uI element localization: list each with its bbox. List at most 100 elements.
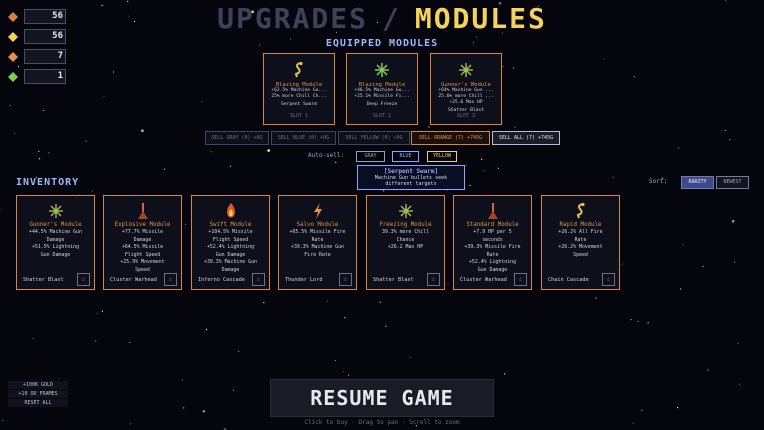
slot-label: SLOT 1 <box>289 113 309 119</box>
favorite-star-icon[interactable]: ☆ <box>514 273 527 286</box>
module-stat: Fire Rate <box>304 251 331 258</box>
sort-rarity-button[interactable]: RARITY <box>681 176 714 189</box>
module-stat: seconds <box>482 236 503 243</box>
module-stat: Chance <box>396 236 415 243</box>
sort-label: Sort: <box>649 178 668 185</box>
module-stat: +39.3% Missile Fire <box>464 244 521 251</box>
resource-counter: 7 <box>6 49 66 64</box>
burst-icon <box>431 60 501 80</box>
module-stat: 39.3% more Chill <box>381 229 430 235</box>
module-name: Swift Module <box>209 222 252 228</box>
serpent-icon <box>264 60 334 80</box>
module-tooltip: [Serpent Swarm] Machine Gun bullets seek… <box>357 165 465 190</box>
sort-newest-button[interactable]: NEWEST <box>716 176 749 189</box>
red-gem-icon <box>6 10 20 24</box>
resource-counter: 56 <box>6 9 66 24</box>
module-stat: +25.1% Missile Fi... <box>354 94 410 99</box>
orange-gem-icon <box>6 50 20 64</box>
module-stat: Flight Speed <box>124 251 161 258</box>
module-name: Explosive Module <box>114 222 171 228</box>
module-special: Chain Cascade <box>548 277 589 283</box>
module-special: Thunder Lord <box>285 277 323 283</box>
module-stat: +44.5% Machine Gun <box>29 229 82 235</box>
module-stat: Gun Damage <box>215 251 246 258</box>
tooltip-title: [Serpent Swarm] <box>383 168 439 175</box>
controls-hint: Click to buy · Drag to pan · Scroll to z… <box>304 419 460 426</box>
favorite-star-icon[interactable]: ☆ <box>252 273 265 286</box>
module-special: Serpent Swarm <box>281 102 317 107</box>
module-special: Shatter Blast <box>23 277 64 283</box>
title-separator: / <box>381 2 401 35</box>
module-name: Salvo Module <box>296 222 339 228</box>
module-special: Cluster Warhead <box>110 277 157 283</box>
autosell-toggle-yellow[interactable]: YELLOW <box>427 151 457 162</box>
modules-tab[interactable]: MODULES <box>414 2 547 35</box>
module-stat: Gun Damage <box>40 251 71 258</box>
autosell-toggle-blue[interactable]: BLUE <box>392 151 419 162</box>
sell-button-2[interactable]: SELL BLUE (0) +0G <box>271 131 336 145</box>
debug-button-2[interactable]: +10 OD FRAMES <box>8 390 68 398</box>
favorite-star-icon[interactable]: ☆ <box>164 273 177 286</box>
green-gem-icon <box>6 70 20 84</box>
module-name: Blazing Module <box>358 82 406 88</box>
module-stat: +77.7% Missile <box>121 229 164 235</box>
slot-label: SLOT 2 <box>372 113 392 119</box>
module-stat: +65.5% Missile Fire <box>289 229 346 235</box>
module-stat: +64.5% Missile <box>121 244 164 251</box>
favorite-star-icon[interactable]: ☆ <box>339 273 352 286</box>
module-stat: +26.2% All Fire <box>558 229 603 235</box>
module-stat: +62.5% Machine Gu... <box>271 88 327 93</box>
module-stat: +39.3% Machine Gun <box>204 259 257 266</box>
sell-button-3[interactable]: SELL YELLOW (0) +0G <box>338 131 410 145</box>
burst-icon <box>367 201 444 221</box>
equipped-slot-2[interactable]: Blazing Module +46.5% Machine Gu...+25.1… <box>346 53 418 125</box>
debug-button-1[interactable]: +100K GOLD <box>8 381 68 389</box>
resource-value: 56 <box>24 29 66 44</box>
module-name: Gunner's Module <box>441 82 491 88</box>
sell-button-5[interactable]: SELL ALL (7) +745G <box>492 131 560 145</box>
upgrades-tab[interactable]: UPGRADES <box>217 2 368 35</box>
debug-button-3[interactable]: RESET ALL <box>8 399 68 407</box>
equipped-heading: EQUIPPED MODULES <box>325 38 439 49</box>
module-name: Freezing Module <box>379 222 432 228</box>
module-stat: Damage <box>221 266 240 273</box>
burst-icon <box>17 201 94 221</box>
sell-button-1[interactable]: SELL GRAY (0) +0G <box>205 131 269 145</box>
module-stat: +7.9 HP per 5 <box>473 229 512 235</box>
serpent-icon <box>542 201 619 221</box>
equipped-slot-3[interactable]: Gunner's Module +64% Machine Gun ...25.6… <box>430 53 502 125</box>
module-stat: Rate <box>486 251 499 258</box>
bolt-icon <box>279 201 356 221</box>
snowflake-icon <box>347 60 417 80</box>
resource-value: 1 <box>24 69 66 84</box>
module-special: Inferno Cascade <box>198 277 245 283</box>
module-stat: Speed <box>135 266 150 273</box>
module-name: Gunner's Module <box>29 222 82 228</box>
module-name: Blazing Module <box>275 82 323 88</box>
equipped-slot-1[interactable]: Blazing Module +62.5% Machine Gu...25% m… <box>263 53 335 125</box>
favorite-star-icon[interactable]: ☆ <box>602 273 615 286</box>
module-special: Shatter Blast <box>373 277 414 283</box>
module-stat: +25.9% Movement <box>120 259 165 266</box>
module-stat: Flight Speed <box>212 236 249 243</box>
module-special: Shatter Blast <box>448 108 484 113</box>
module-stat: 25.6% more Chill ... <box>438 94 494 99</box>
slot-label: SLOT 3 <box>456 113 476 119</box>
module-stat: +26.2% Movement <box>558 244 603 251</box>
autosell-label: Auto-sell: <box>308 152 345 159</box>
sell-button-4[interactable]: SELL ORANGE (7) +745G <box>411 131 490 145</box>
module-stat: +46.5% Machine Gu... <box>354 88 410 93</box>
favorite-star-icon[interactable]: ☆ <box>77 273 90 286</box>
resource-counter: 1 <box>6 69 66 84</box>
autosell-toggle-gray[interactable]: GRAY <box>356 151 385 162</box>
resume-game-button[interactable]: RESUME GAME <box>270 379 494 417</box>
module-special: Cluster Warhead <box>460 277 507 283</box>
favorite-star-icon[interactable]: ☆ <box>427 273 440 286</box>
